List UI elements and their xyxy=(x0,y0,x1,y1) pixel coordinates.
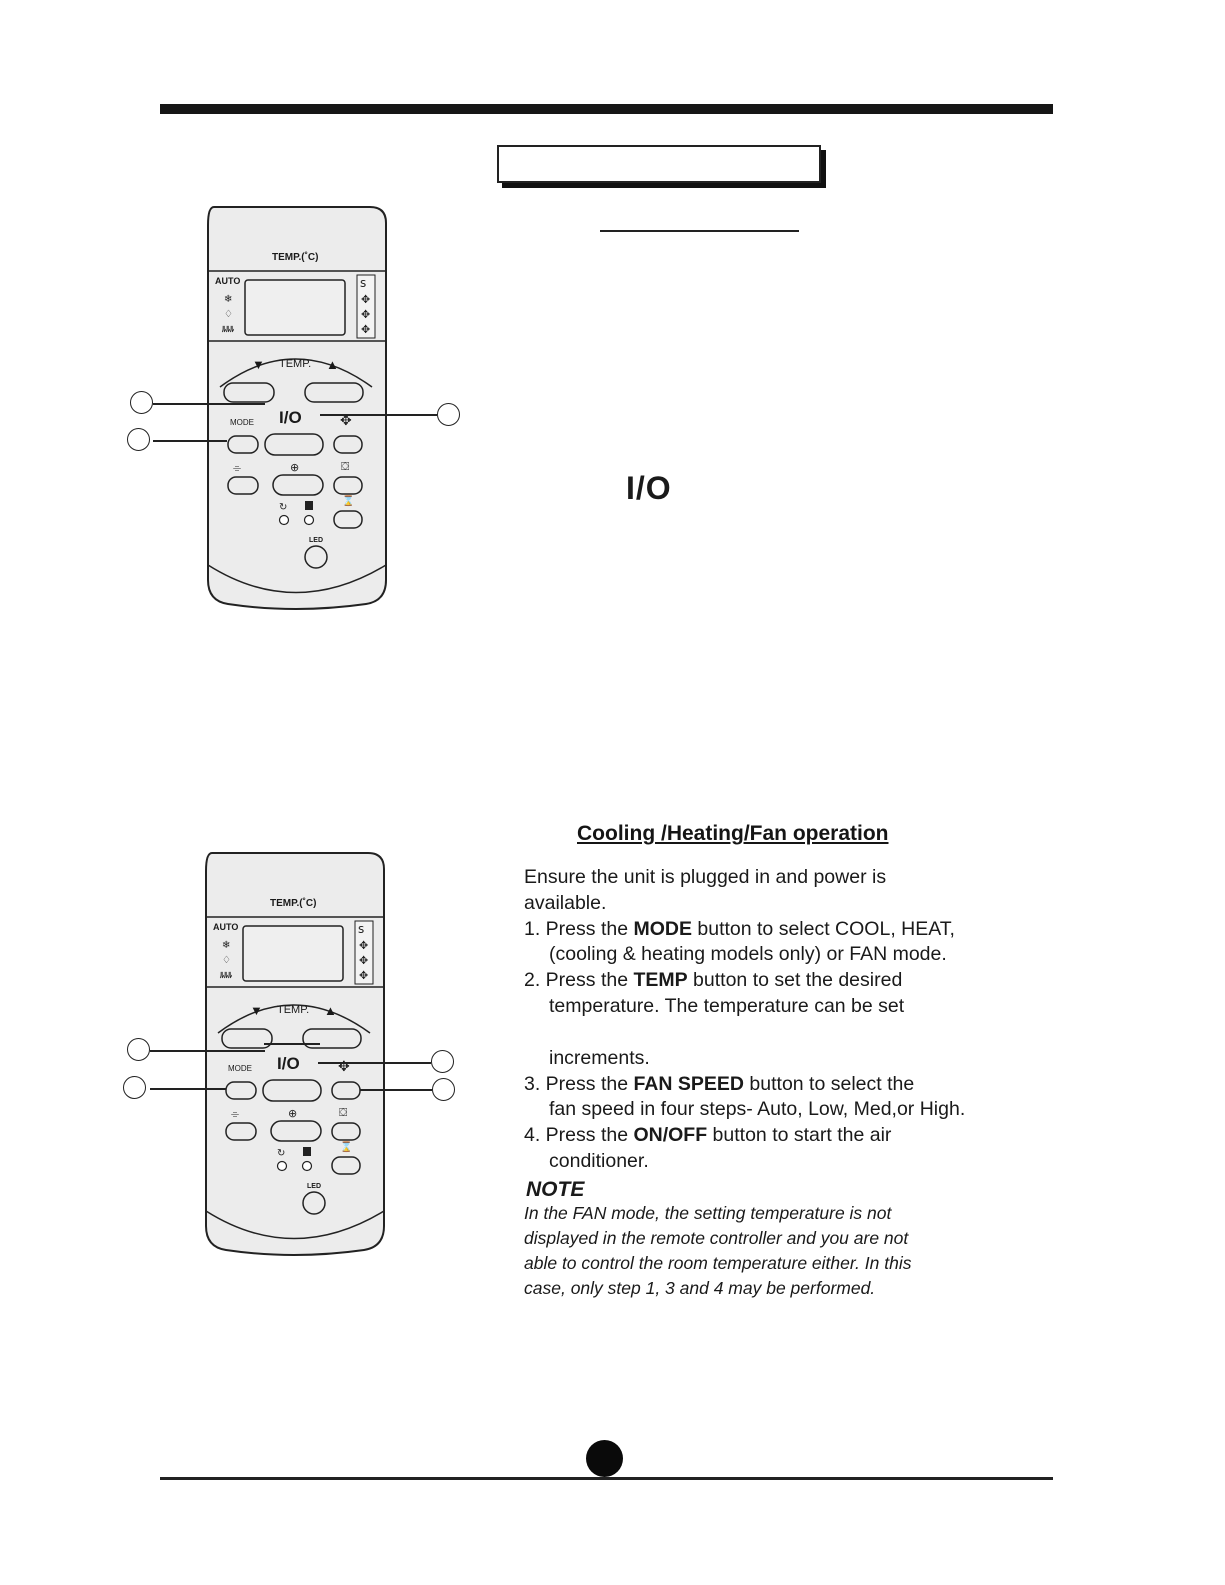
svg-text:✥: ✥ xyxy=(361,309,370,321)
svg-text:♢: ♢ xyxy=(224,309,233,320)
remote-auto-label: AUTO xyxy=(215,276,241,286)
svg-text:⛋: ⛋ xyxy=(339,1107,347,1119)
svg-text:↻: ↻ xyxy=(277,1148,285,1159)
step-2-cont: temperature. The temperature can be set xyxy=(549,994,905,1017)
callout-line xyxy=(320,414,437,416)
svg-text:❄: ❄ xyxy=(222,940,230,951)
svg-text:✥: ✥ xyxy=(359,955,368,967)
power-symbol: I/O xyxy=(626,470,672,506)
step-2: 2. Press the TEMP button to set the desi… xyxy=(524,969,903,992)
svg-text:✥: ✥ xyxy=(340,412,352,428)
callout-line xyxy=(153,440,227,442)
callout-line xyxy=(153,403,265,405)
temp-up-arrow: ▲ xyxy=(326,357,339,372)
remote-mode-label: MODE xyxy=(228,1064,252,1073)
callout-marker xyxy=(431,1050,454,1073)
svg-text:⌛: ⌛ xyxy=(342,494,354,507)
remote-auto-label: AUTO xyxy=(213,922,239,932)
remote-temp-label: TEMP. xyxy=(277,1004,310,1016)
callout-marker xyxy=(127,428,150,451)
section-title-box xyxy=(497,145,821,183)
remote-led-label: LED xyxy=(309,537,323,544)
remote-temp-display-label: TEMP.(˚C) xyxy=(272,252,319,263)
page-number-dot xyxy=(586,1440,623,1477)
callout-marker xyxy=(432,1078,455,1101)
svg-text:✥: ✥ xyxy=(361,294,370,306)
callout-line xyxy=(150,1050,265,1052)
step-1-cont: (cooling & heating models only) or FAN m… xyxy=(549,943,947,966)
callout-line xyxy=(264,1043,320,1045)
svg-text:✥: ✥ xyxy=(359,970,368,982)
svg-text:↻: ↻ xyxy=(279,502,287,513)
svg-text:♢: ♢ xyxy=(222,955,231,966)
svg-text:⊕: ⊕ xyxy=(290,462,299,474)
callout-line xyxy=(150,1088,226,1090)
callout-marker xyxy=(130,391,153,414)
intro-line: Ensure the unit is plugged in and power … xyxy=(524,866,887,888)
temp-up-arrow: ▲ xyxy=(324,1003,337,1018)
temp-down-arrow: ▼ xyxy=(250,1003,263,1018)
svg-text:⌛: ⌛ xyxy=(340,1140,352,1153)
step-4: 4. Press the ON/OFF button to start the … xyxy=(524,1124,892,1147)
top-rule xyxy=(160,104,1053,114)
remote-power-label: I/O xyxy=(277,1054,300,1073)
bottom-rule xyxy=(160,1477,1053,1480)
svg-text:ꜱ: ꜱ xyxy=(360,276,366,290)
remote-controller-bottom: ꜱ ✥ ✥ ✥ ❄ ♢ ﾙﾙﾙ ✥ ⌯ ⊕ ⛋ ⌛ ↻ xyxy=(205,852,385,1256)
svg-text:⌯: ⌯ xyxy=(233,463,241,474)
note-title: NOTE xyxy=(526,1178,585,1201)
remote-power-label: I/O xyxy=(279,408,302,427)
step-1: 1. Press the MODE button to select COOL,… xyxy=(524,917,955,940)
svg-text:❄: ❄ xyxy=(224,294,232,305)
step-4-cont: conditioner. xyxy=(549,1149,649,1172)
callout-line xyxy=(318,1062,431,1064)
svg-text:✥: ✥ xyxy=(359,940,368,952)
step-3: 3. Press the FAN SPEED button to select … xyxy=(524,1072,915,1095)
remote-temp-label: TEMP. xyxy=(279,358,312,370)
remote-controller-top: ꜱ ✥ ✥ ✥ ❄ ♢ ﾙﾙﾙ ✥ ⌯ ⊕ ⛋ ⌛ ↻ xyxy=(207,206,387,610)
svg-text:ﾙﾙﾙ: ﾙﾙﾙ xyxy=(221,325,235,334)
remote-led-label: LED xyxy=(307,1183,321,1190)
blank-line xyxy=(524,1020,1104,1046)
callout-marker xyxy=(127,1038,150,1061)
temp-down-arrow: ▼ xyxy=(252,357,265,372)
svg-text:ﾙﾙﾙ: ﾙﾙﾙ xyxy=(219,971,233,980)
callout-line xyxy=(360,1089,432,1091)
callout-marker xyxy=(123,1076,146,1099)
svg-text:ꜱ: ꜱ xyxy=(358,922,364,936)
svg-text:⛋: ⛋ xyxy=(341,461,349,473)
svg-text:✥: ✥ xyxy=(361,324,370,336)
svg-text:⌯: ⌯ xyxy=(231,1109,239,1120)
instructions: Ensure the unit is plugged in and power … xyxy=(524,865,1104,1175)
remote-temp-display-label: TEMP.(˚C) xyxy=(270,898,317,909)
step-3-cont: fan speed in four steps- Auto, Low, Med,… xyxy=(549,1098,966,1121)
note-body: In the FAN mode, the setting temperature… xyxy=(524,1203,912,1298)
callout-marker xyxy=(437,403,460,426)
section-heading: Cooling /Heating/Fan operation xyxy=(577,822,889,845)
remote-mode-label: MODE xyxy=(230,418,254,427)
title-underline xyxy=(600,230,799,232)
step-2-cont: increments. xyxy=(549,1046,650,1069)
intro-line: available. xyxy=(524,891,607,914)
svg-text:✥: ✥ xyxy=(338,1058,350,1074)
svg-text:⊕: ⊕ xyxy=(288,1108,297,1120)
